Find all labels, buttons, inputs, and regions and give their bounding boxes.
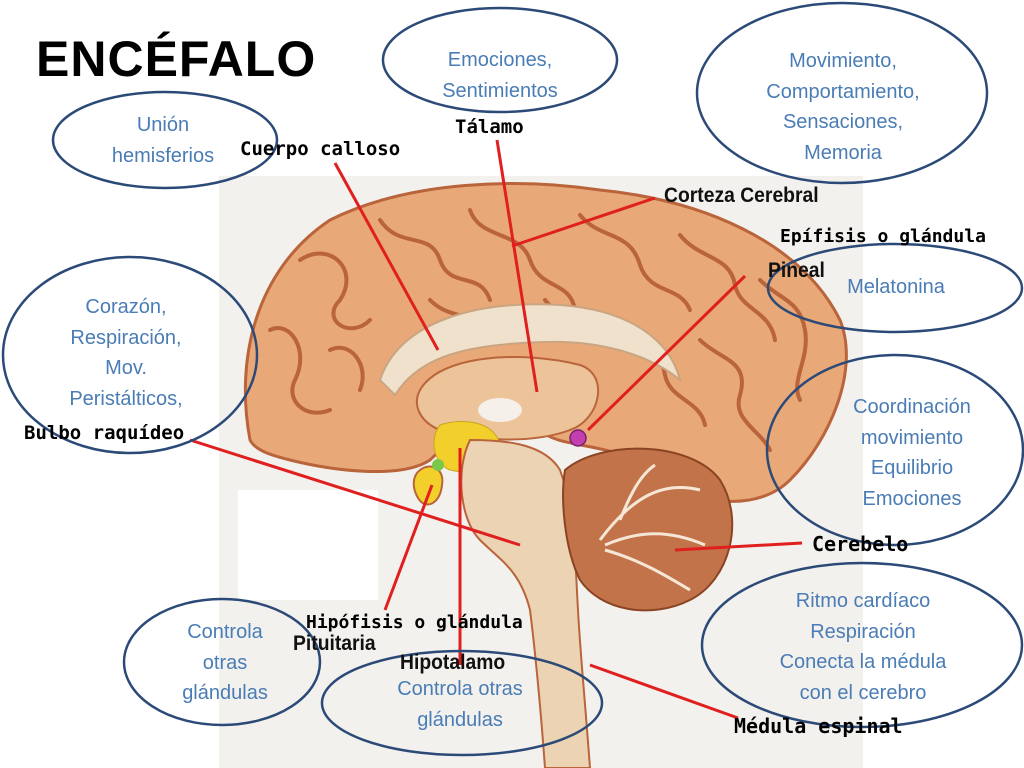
bubble-text-talamo: Emociones, Sentimientos: [400, 45, 600, 106]
label-cerebelo: Cerebelo: [812, 532, 909, 556]
bubble-talamo: [381, 6, 619, 114]
bubble-text-cuerpo-calloso: Unión hemisferios: [68, 110, 258, 171]
pointer-medula: [589, 663, 739, 720]
bubble-line: Emociones,: [447, 49, 553, 71]
pointer-cerebelo: [674, 541, 803, 552]
bubble-line: Comportamiento,: [766, 80, 920, 103]
bubble-medula: [700, 561, 1024, 729]
bubble-line: glándulas: [417, 708, 503, 731]
label-bulbo-raquideo: Bulbo raquídeo: [24, 422, 185, 444]
label-epifisis: Epífisis o glándula: [780, 226, 986, 247]
bubble-text-medula: Ritmo cardíaco Respiración Conecta la mé…: [728, 586, 998, 708]
bubble-line: con el cerebro: [799, 681, 927, 704]
pointer-hipofisis: [383, 484, 434, 611]
bubble-line: glándulas: [182, 682, 268, 704]
pointer-epifisis: [586, 274, 747, 432]
bubble-bulbo: [1, 255, 259, 455]
pointer-cuerpo-calloso: [333, 162, 440, 351]
page-title: ENCÉFALO: [36, 31, 317, 87]
label-corteza-cerebral: Corteza Cerebral: [664, 184, 819, 207]
pointer-corteza: [511, 196, 656, 248]
bubble-cerebelo: [765, 353, 1024, 547]
bubble-line: Conecta la médula: [779, 651, 947, 673]
bubble-line: Sensaciones,: [782, 111, 904, 133]
bubble-epifisis: [766, 242, 1024, 334]
bubble-line: Corazón,: [85, 296, 167, 318]
pointer-talamo: [495, 139, 539, 393]
bubble-text-bulbo: Corazón, Respiración, Mov. Peristálticos…: [20, 292, 232, 414]
bubble-line: Melatonina: [847, 276, 945, 298]
bubble-cuerpo-calloso: [51, 90, 279, 190]
label-pineal: Pineal: [768, 259, 825, 282]
bubble-text-cerebelo: Coordinación movimiento Equilibrio Emoci…: [792, 392, 1024, 514]
bubble-line: movimiento: [860, 426, 964, 449]
bubble-hipotalamo: [320, 649, 604, 757]
bubble-line: Emociones: [862, 487, 962, 510]
bubble-line: Ritmo cardíaco: [795, 590, 931, 612]
label-pituitaria: Pituitaria: [293, 632, 376, 655]
bubble-line: Respiración,: [70, 326, 182, 349]
bubble-text-hipofisis: Controla otras glándulas: [140, 617, 310, 709]
label-medula-espinal: Médula espinal: [734, 714, 903, 738]
occlusion-block: [238, 490, 378, 600]
bubble-line: otras: [202, 651, 248, 674]
bubble-text-corteza: Movimiento, Comportamiento, Sensaciones,…: [712, 46, 974, 168]
ventricle-shape: [478, 398, 522, 422]
label-hipotalamo: Hipotalamo: [400, 651, 506, 674]
bubble-text-epifisis: Melatonina: [800, 272, 992, 303]
bubble-text-hipotalamo: Controla otras glándulas: [340, 674, 580, 735]
bubble-line: Movimiento,: [789, 50, 897, 72]
bubble-line: Coordinación: [853, 396, 971, 418]
bubble-line: Unión: [136, 114, 190, 136]
pineal-shape: [569, 429, 587, 447]
cerebellum-arbor: [598, 463, 706, 592]
label-talamo: Tálamo: [455, 116, 524, 138]
label-hipofisis: Hipófisis o glándula: [306, 612, 523, 633]
optic-chiasm-dot: [432, 459, 444, 471]
bubble-line: Peristálticos,: [69, 387, 183, 410]
bubble-line: Controla otras: [397, 678, 523, 700]
bubble-line: Controla: [187, 621, 263, 643]
bubble-line: Mov.: [105, 357, 147, 379]
bubble-line: Sentimientos: [442, 79, 558, 102]
bubble-corteza: [695, 1, 989, 185]
pointer-bulbo: [189, 438, 521, 547]
label-cuerpo-calloso: Cuerpo calloso: [240, 138, 401, 160]
corpus-callosum-shape: [378, 303, 682, 397]
bubble-line: Respiración: [810, 620, 916, 643]
bubble-line: hemisferios: [111, 144, 215, 167]
bubble-hipofisis: [122, 597, 322, 727]
bubble-line: Memoria: [804, 141, 882, 164]
bubble-line: Equilibrio: [870, 457, 954, 479]
